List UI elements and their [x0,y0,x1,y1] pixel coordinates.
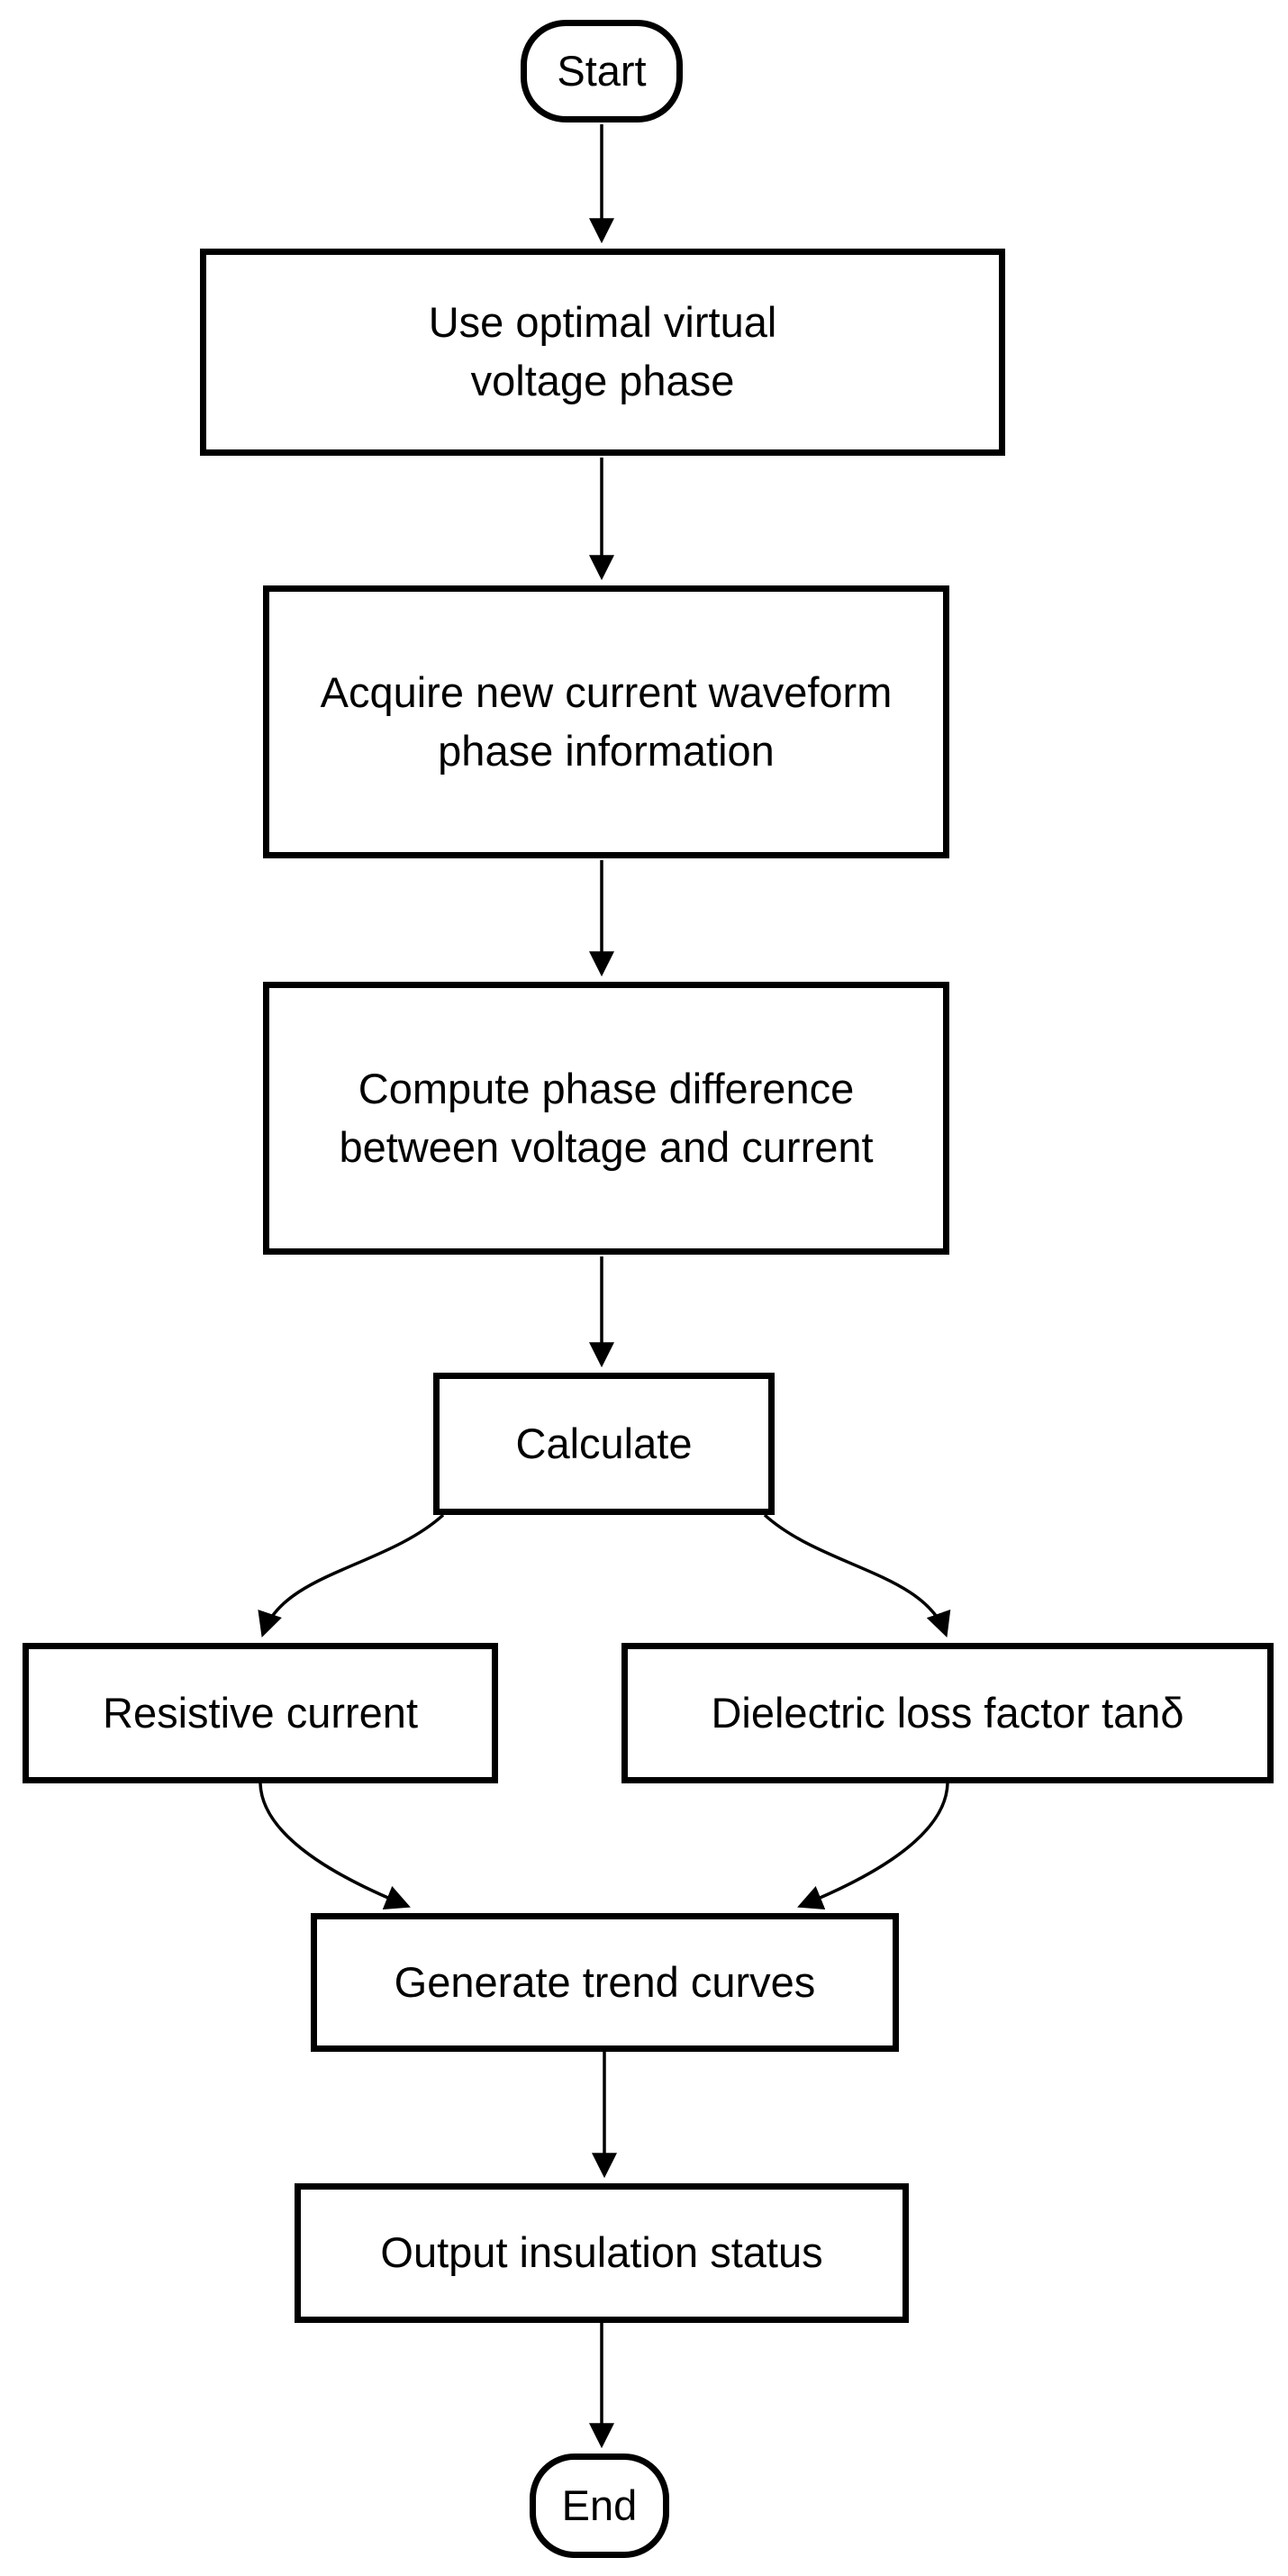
node-start: Start [521,20,683,122]
edge-resistive-to-generate [259,1782,411,1909]
node-acquire-current-waveform-phase: Acquire new current waveform phase infor… [263,585,949,858]
node-resistive-current: Resistive current [23,1643,498,1783]
node-compute-phase-difference: Compute phase difference between voltage… [263,982,949,1255]
node-end: End [530,2454,669,2558]
edge-calculate-to-dielectric [763,1513,951,1637]
edge-dielectric-to-generate [797,1782,949,1909]
node-output-insulation-status: Output insulation status [295,2183,909,2323]
node-use-optimal-virtual-voltage-phase: Use optimal virtual voltage phase [200,249,1005,456]
node-dielectric-loss-factor: Dielectric loss factor tanδ [621,1643,1274,1783]
node-calculate: Calculate [433,1373,775,1515]
edge-calculate-to-resistive [258,1513,445,1637]
node-generate-trend-curves: Generate trend curves [311,1913,899,2052]
